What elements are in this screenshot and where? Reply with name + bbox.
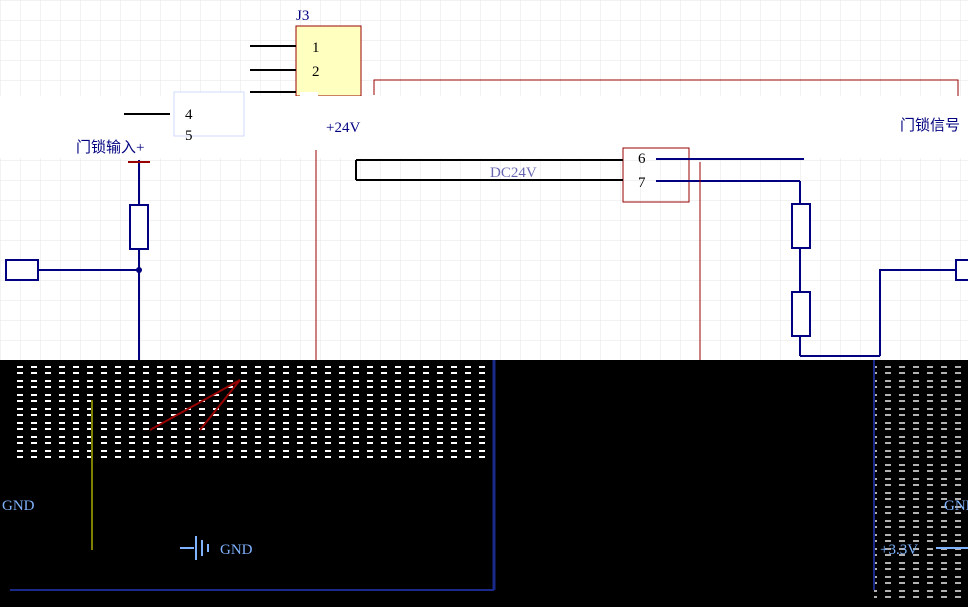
net-label-dc24v[interactable]: DC24V: [490, 165, 537, 181]
net-label-gnd-left[interactable]: GND: [2, 498, 35, 514]
net-label-gnd-right[interactable]: GND: [944, 498, 968, 514]
connector-j3-lower[interactable]: 6 7: [355, 147, 804, 203]
net-label-door-lock-signal[interactable]: 门锁信号: [900, 117, 960, 134]
resistor-right-upper[interactable]: [791, 181, 811, 292]
render-glitch-band: [0, 96, 968, 158]
connector-j3[interactable]: J3 1 2: [250, 8, 362, 97]
connector-designator: J3: [296, 8, 309, 24]
pin-label: 1: [312, 40, 320, 56]
resistor-left-side[interactable]: [5, 259, 139, 281]
net-label-gnd[interactable]: GND: [220, 542, 253, 558]
render-glitch-pattern: [10, 360, 494, 460]
pin-label: 7: [638, 175, 646, 191]
net-label-door-lock-input[interactable]: 门锁输入+: [76, 139, 144, 156]
pin-label: 4: [185, 107, 193, 123]
gnd-symbol[interactable]: GND: [180, 536, 253, 560]
pin-label: 6: [638, 151, 646, 167]
render-glitch-pattern: [874, 360, 968, 600]
pin-label: 2: [312, 64, 320, 80]
net-label-24v[interactable]: +24V: [326, 120, 360, 136]
pin-label: 5: [185, 128, 193, 144]
glitch-line: [149, 379, 241, 431]
render-glitch-block: [300, 92, 318, 144]
resistor-right-lower[interactable]: [791, 259, 968, 357]
sheet-frame: [373, 79, 959, 110]
net-label-3v3[interactable]: +3.3V: [880, 542, 918, 558]
resistor-left[interactable]: [128, 160, 150, 360]
render-glitch-block: [173, 91, 245, 137]
